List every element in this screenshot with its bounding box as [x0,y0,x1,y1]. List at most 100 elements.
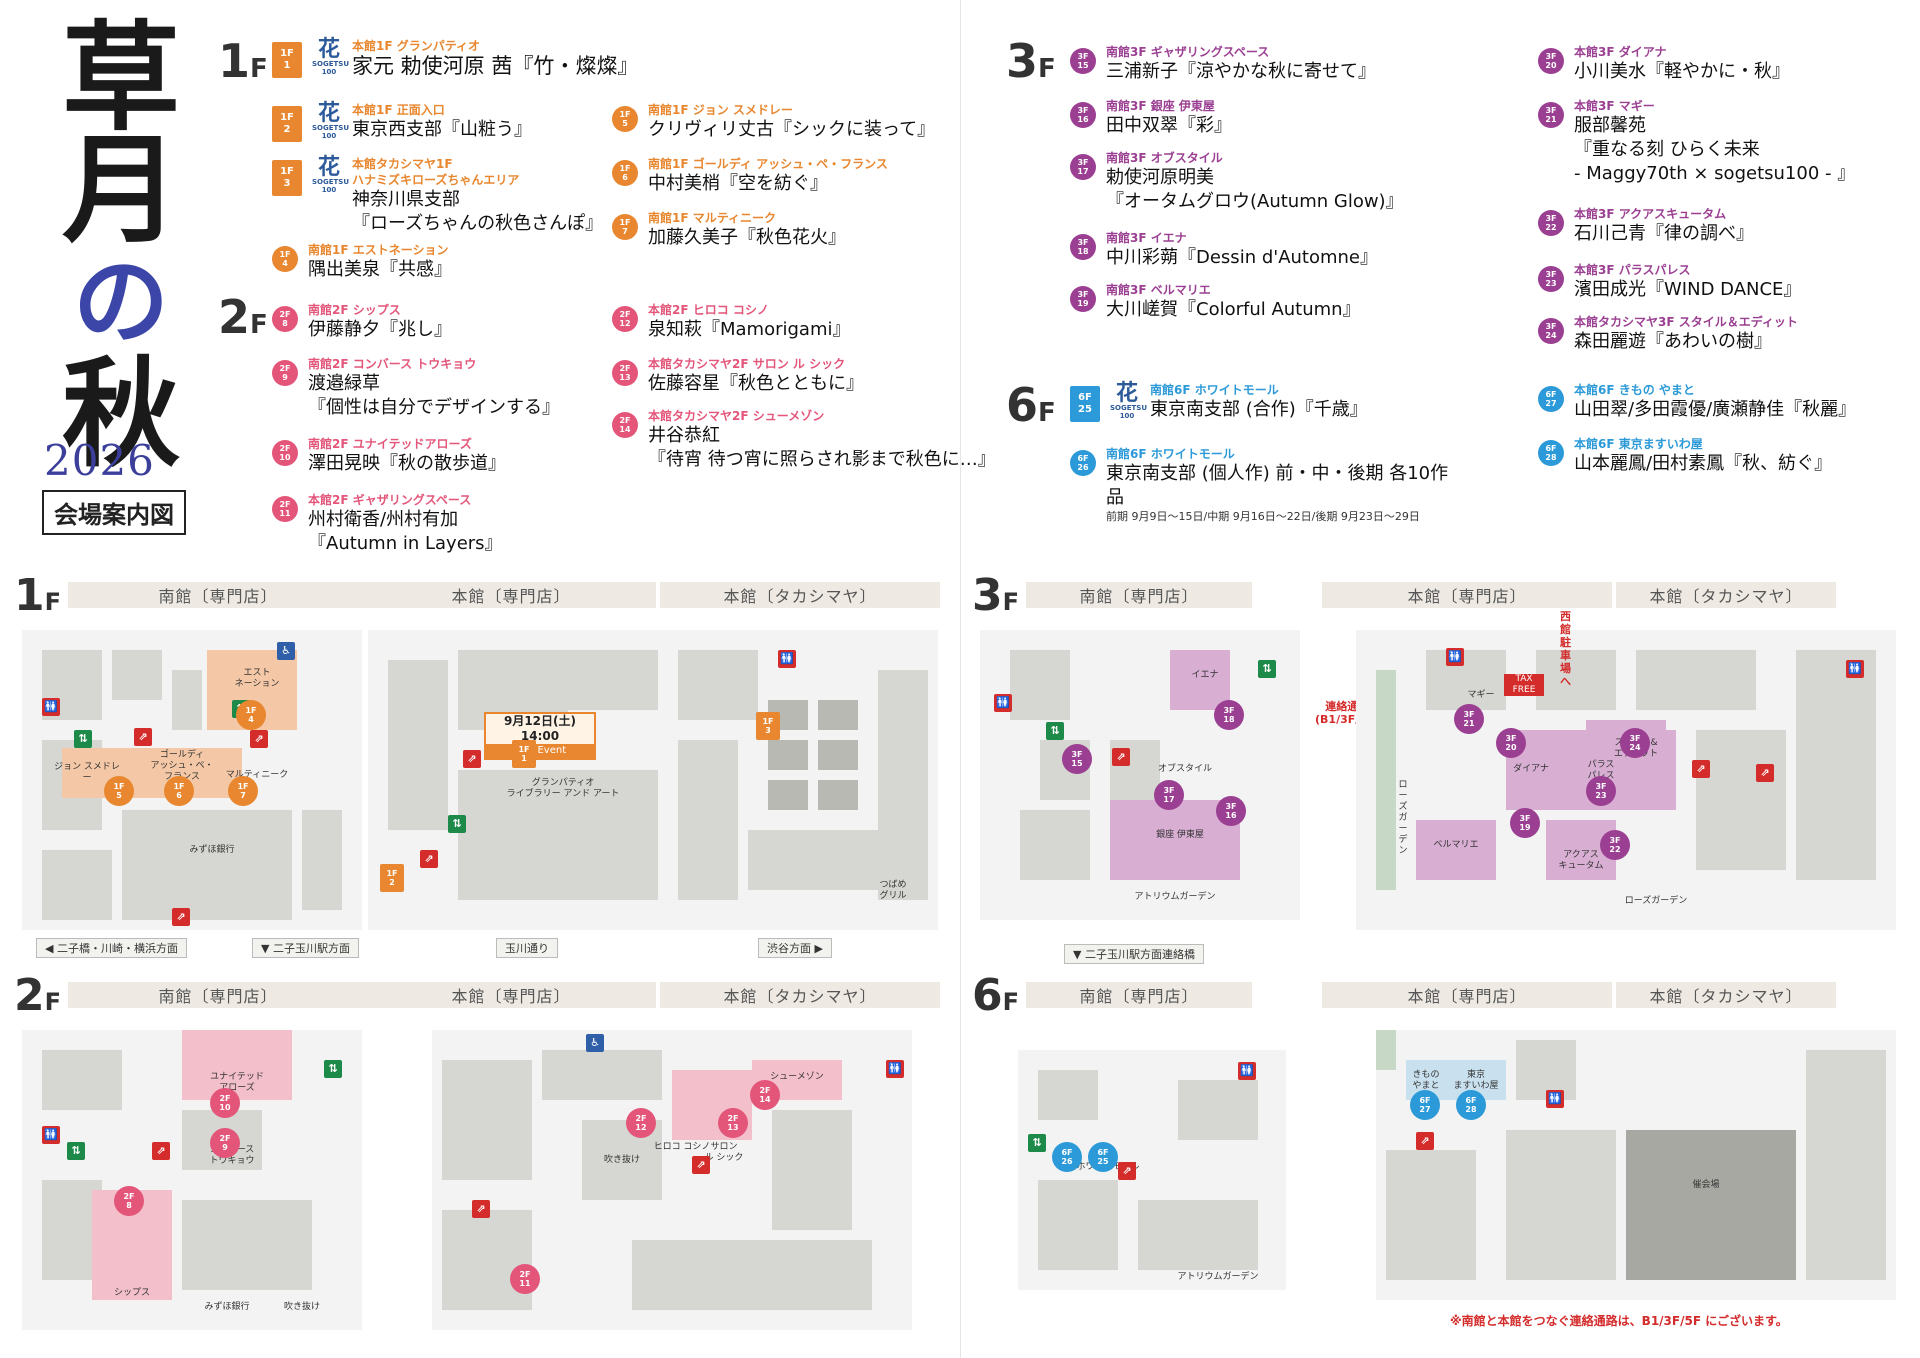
escalator-icon: ⇗ [692,1156,710,1174]
elevator-icon: ⇅ [448,815,466,833]
shop-mizuho: みずほ銀行 [189,845,235,855]
restroom-icon: 🚻 [994,694,1012,712]
exhibit-title-line-2: 『ローズちゃんの秋色さんぽ』 [352,213,604,234]
accessible-icon: ♿ [277,642,295,660]
zone-south-3f: 南館〔専門店〕 [1026,582,1252,608]
event-year: 2026 [44,436,155,485]
area-rose-garden-west: ローズガーデン [1398,780,1408,856]
exhibit-location: 本館2F ギャザリングスペース [308,493,472,507]
title-char-2: 月 [61,120,180,259]
dir-floor-2f: 2F [218,290,268,344]
event-title: 草 月 の 秋 [36,19,206,473]
shop-hiroko-koshino: ヒロコ コシノ [653,1142,711,1152]
shop-martinique: マルティニーク [225,770,289,780]
exhibit-artist-title: 山本麗鳳/田村素鳳『秋、紡ぐ』 [1574,453,1833,474]
shop-maggy: マギー [1467,690,1495,700]
restroom-icon: 🚻 [42,698,60,716]
elevator-icon: ⇅ [1028,1134,1046,1152]
exhibit-title-line-2: 『個性は自分でデザインする』 [308,397,560,418]
zone-taka-1f: 本館〔タカシマヤ〕 [660,582,940,608]
exhibit-location: 南館3F 銀座 伊東屋 [1106,99,1215,113]
map-floor-1f: 1F [14,570,62,621]
shop-ships: シップス [113,1288,150,1298]
plan-1f-main: グランパティオ ライブラリー アンド アート つばめ グリル ⇗ ⇗ ⇅ 🚻 [368,630,938,930]
direction-station: ▼ 二子玉川駅方面 [252,938,359,958]
exhibit-location: 南館3F イエナ [1106,231,1187,245]
live-event-callout[interactable]: 9月12日(土) 14:00 Live Event [484,712,596,760]
escalator-icon: ⇗ [420,850,438,868]
exhibit-location: 南館2F ユナイテッドアローズ [308,437,472,451]
dir-floor-6f: 6F [1006,378,1056,432]
exhibit-artist-title: 神奈川県支部 [352,189,460,210]
shop-obstyle: オブスタイル [1157,764,1212,774]
zone-main-6f: 本館〔専門店〕 [1322,982,1612,1008]
exhibit-location: 本館タカシマヤ1F [352,157,453,171]
restroom-icon: 🚻 [1846,660,1864,678]
exhibit-location: 南館3F ギャザリングスペース [1106,45,1270,59]
tax-free-badge: TAX FREE [1504,674,1544,696]
shop-grand-patio: グランパティオ ライブラリー アンド アート [506,778,620,799]
plan-2f-main: 吹き抜け ヒロコ コシノ サロン ル シック シューメゾン ⇗ ⇗ 🚻 ♿ [432,1030,912,1330]
